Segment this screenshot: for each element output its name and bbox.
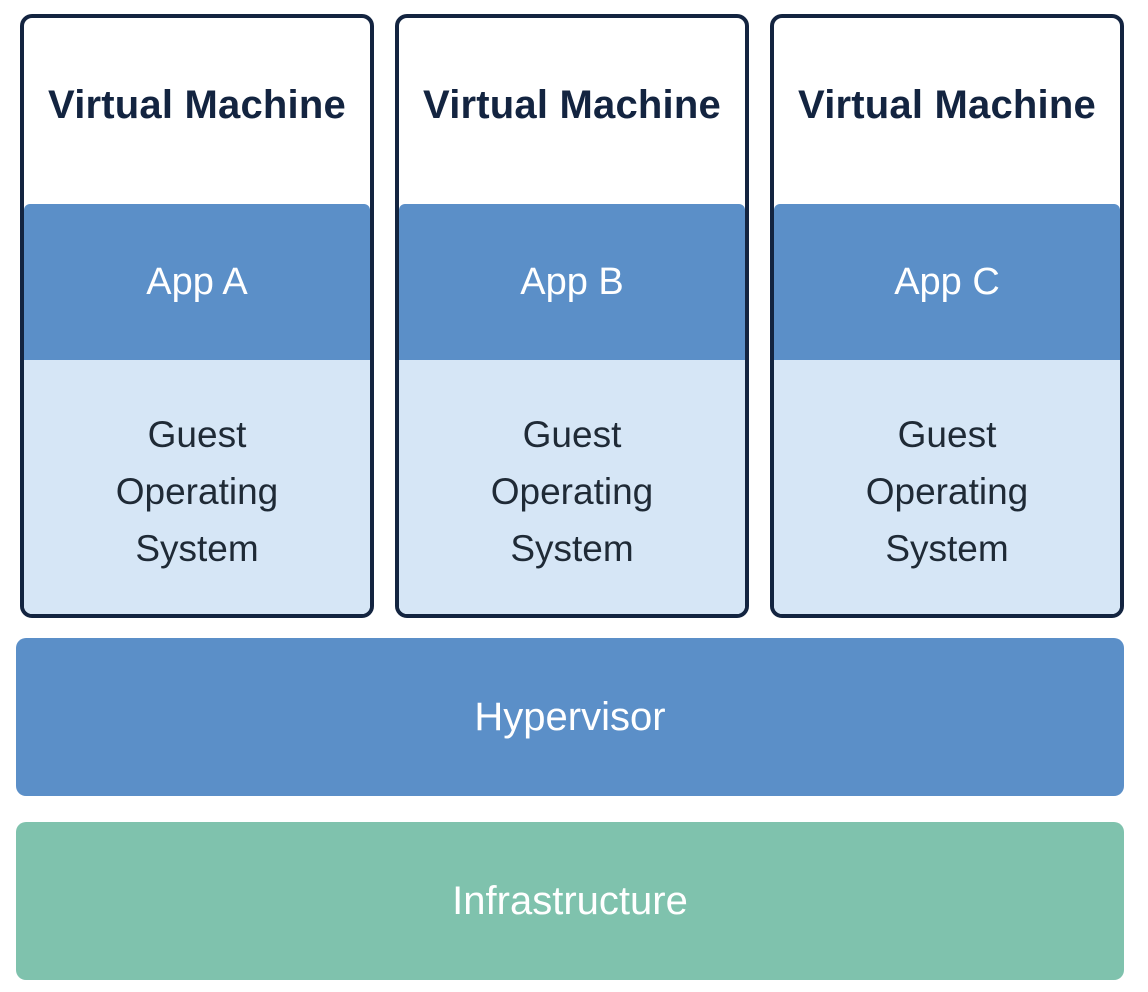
guest-os-line: Guest — [522, 414, 622, 455]
infrastructure-layer: Infrastructure — [16, 822, 1124, 980]
vm-title: Virtual Machine — [423, 82, 721, 127]
guest-os-layer: Guest Operating System — [24, 360, 370, 614]
guest-os-line: Guest — [897, 414, 997, 455]
virtual-machine-c: Virtual Machine App C Guest Operating Sy… — [770, 14, 1124, 618]
guest-os-line: Guest — [147, 414, 247, 455]
guest-os-line: Operating — [865, 471, 1029, 512]
app-a-layer: App A — [24, 204, 370, 360]
guest-os-line: System — [510, 528, 634, 569]
vm-title: Virtual Machine — [48, 82, 346, 127]
virtual-machine-b: Virtual Machine App B Guest Operating Sy… — [395, 14, 749, 618]
app-c-layer: App C — [774, 204, 1120, 360]
guest-os-line: System — [135, 528, 259, 569]
hypervisor-layer: Hypervisor — [16, 638, 1124, 796]
guest-os-layer: Guest Operating System — [774, 360, 1120, 614]
guest-os-line: Operating — [490, 471, 654, 512]
vm-title: Virtual Machine — [798, 82, 1096, 127]
app-b-layer: App B — [399, 204, 745, 360]
guest-os-line: Operating — [115, 471, 279, 512]
guest-os-layer: Guest Operating System — [399, 360, 745, 614]
guest-os-line: System — [885, 528, 1009, 569]
virtual-machine-a: Virtual Machine App A Guest Operating Sy… — [20, 14, 374, 618]
